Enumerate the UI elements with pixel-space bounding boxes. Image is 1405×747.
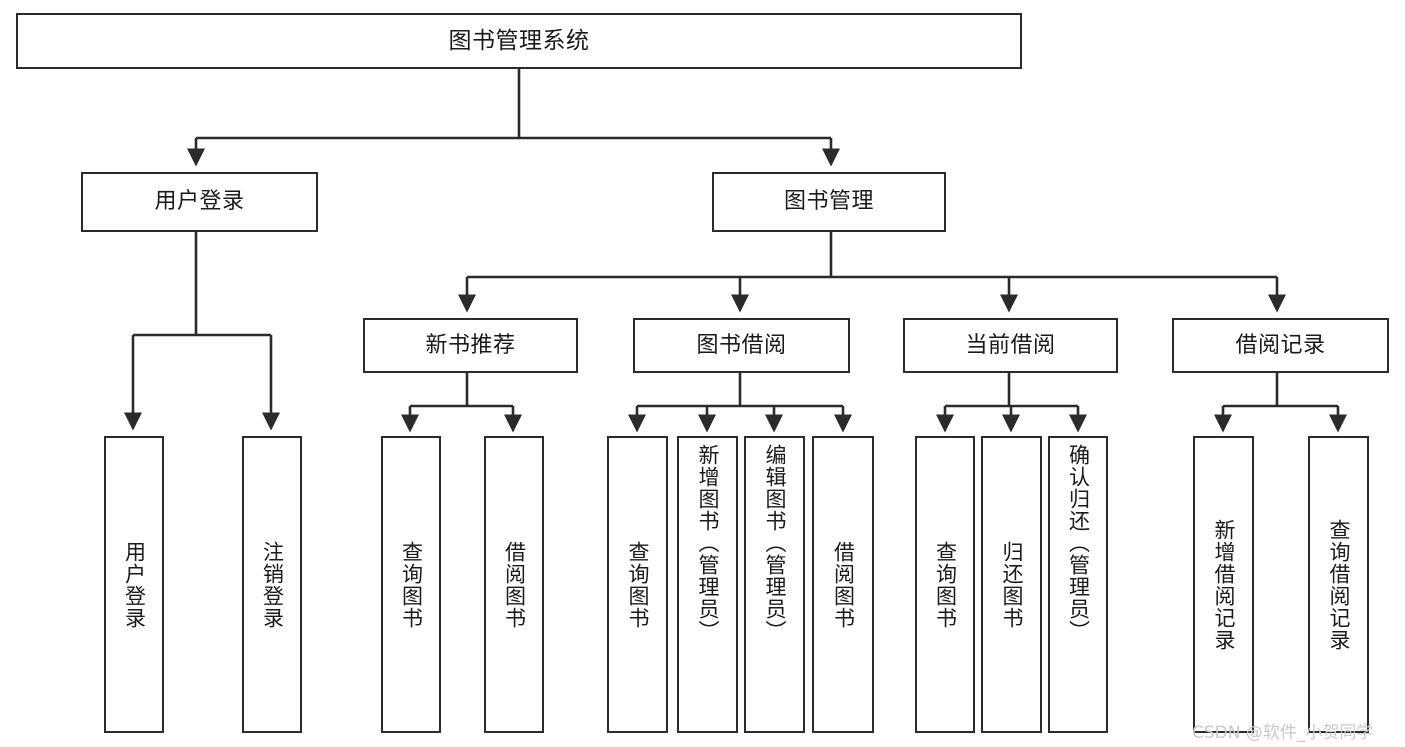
node-leaf-query-book-1-label: 查询图书 bbox=[399, 540, 424, 629]
node-book-management-label: 图书管理 bbox=[783, 189, 874, 215]
node-current-borrow-label: 当前借阅 bbox=[965, 332, 1056, 358]
csdn-watermark: CSDN @软件_小贺同学 bbox=[1192, 723, 1374, 743]
node-leaf-logout-label: 注销登录 bbox=[260, 540, 285, 629]
node-leaf-query-book-1[interactable]: 查询图书 bbox=[381, 436, 441, 733]
node-current-borrow[interactable]: 当前借阅 bbox=[903, 318, 1118, 373]
node-leaf-borrow-book-2[interactable]: 借阅图书 bbox=[812, 436, 874, 733]
node-leaf-borrow-book-1[interactable]: 借阅图书 bbox=[484, 436, 544, 733]
node-root[interactable]: 图书管理系统 bbox=[16, 13, 1022, 69]
node-user-login-label: 用户登录 bbox=[154, 189, 245, 215]
node-leaf-query-record-label: 查询借阅记录 bbox=[1327, 518, 1351, 651]
node-leaf-confirm-return-label: 确认归还（管理员） bbox=[1066, 444, 1091, 642]
node-leaf-user-login[interactable]: 用户登录 bbox=[104, 436, 164, 733]
node-leaf-edit-book[interactable]: 编辑图书（管理员） bbox=[744, 436, 805, 733]
node-leaf-user-login-label: 用户登录 bbox=[122, 540, 147, 629]
node-user-login[interactable]: 用户登录 bbox=[81, 172, 318, 232]
node-leaf-logout[interactable]: 注销登录 bbox=[242, 436, 302, 733]
node-leaf-return-book[interactable]: 归还图书 bbox=[981, 436, 1042, 733]
node-leaf-query-record[interactable]: 查询借阅记录 bbox=[1308, 436, 1369, 733]
node-new-book-recommend[interactable]: 新书推荐 bbox=[363, 318, 578, 373]
node-leaf-return-book-label: 归还图书 bbox=[1000, 540, 1024, 629]
node-leaf-query-book-3-label: 查询图书 bbox=[933, 540, 958, 629]
node-book-management[interactable]: 图书管理 bbox=[712, 172, 946, 232]
node-leaf-borrow-book-2-label: 借阅图书 bbox=[831, 540, 856, 629]
node-leaf-add-record-label: 新增借阅记录 bbox=[1212, 518, 1236, 651]
node-book-borrow[interactable]: 图书借阅 bbox=[633, 318, 850, 373]
node-leaf-add-book[interactable]: 新增图书（管理员） bbox=[677, 436, 738, 733]
node-leaf-add-book-label: 新增图书（管理员） bbox=[696, 444, 720, 642]
node-leaf-edit-book-label: 编辑图书（管理员） bbox=[763, 444, 787, 642]
node-borrow-record[interactable]: 借阅记录 bbox=[1172, 318, 1389, 373]
node-root-label: 图书管理系统 bbox=[448, 27, 590, 54]
node-borrow-record-label: 借阅记录 bbox=[1235, 332, 1326, 358]
node-leaf-query-book-3[interactable]: 查询图书 bbox=[915, 436, 975, 733]
node-new-book-recommend-label: 新书推荐 bbox=[425, 332, 516, 358]
node-book-borrow-label: 图书借阅 bbox=[696, 332, 787, 358]
node-leaf-borrow-book-1-label: 借阅图书 bbox=[502, 540, 527, 629]
node-leaf-add-record[interactable]: 新增借阅记录 bbox=[1193, 436, 1254, 733]
node-leaf-query-book-2-label: 查询图书 bbox=[626, 540, 650, 629]
node-leaf-query-book-2[interactable]: 查询图书 bbox=[607, 436, 668, 733]
node-leaf-confirm-return[interactable]: 确认归还（管理员） bbox=[1048, 436, 1108, 733]
